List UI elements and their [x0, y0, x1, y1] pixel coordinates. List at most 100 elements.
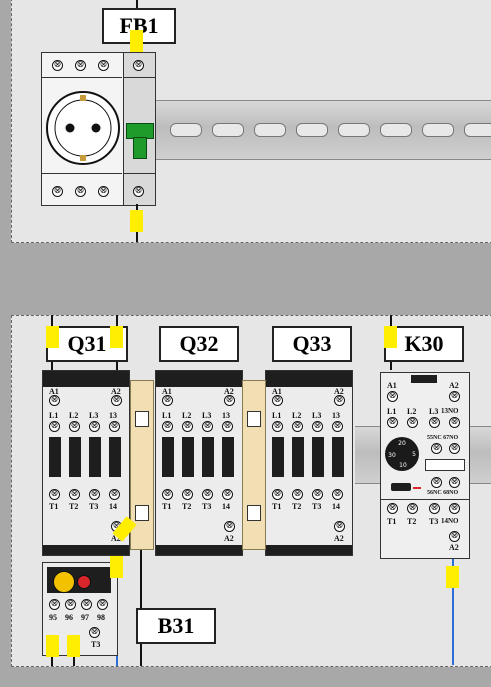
terminal-label: 56NC 68NO: [427, 490, 459, 496]
pole-block: [182, 437, 194, 477]
terminal-label: A2: [449, 381, 459, 390]
terminal-label: L2: [292, 411, 302, 420]
contactor-top-bar: [266, 371, 352, 387]
screw-icon: ⊗: [65, 599, 76, 610]
screw-icon: ⊗: [449, 443, 460, 454]
screw-icon: ⊗: [449, 417, 460, 428]
wire-marker: [130, 210, 143, 232]
screw-icon: ⊗: [334, 521, 345, 532]
screw-icon: ⊗: [162, 489, 173, 500]
pole-block: [109, 437, 121, 477]
motor-starter-k30[interactable]: A1 A2 ⊗ ⊗ L1 L2 L3 13NO ⊗ ⊗ ⊗ ⊗ 20 5 30 …: [380, 372, 470, 559]
screw-icon: ⊗: [109, 421, 120, 432]
terminal-label: T3: [429, 517, 439, 526]
terminal-label: A1: [272, 387, 282, 396]
screw-icon: ⊗: [69, 421, 80, 432]
screw-icon: ⊗: [162, 421, 173, 432]
terminal-label: T3: [91, 640, 101, 649]
terminal-label: 14: [222, 502, 230, 511]
screw-icon: ⊗: [272, 395, 283, 406]
screw-icon: ⊗: [49, 489, 60, 500]
wire-marker: [384, 326, 397, 348]
screw-icon: ⊗: [202, 421, 213, 432]
terminal-label: A1: [162, 387, 172, 396]
wire: [140, 540, 142, 666]
screw-icon: ⊗: [182, 421, 193, 432]
screw-icon: ⊗: [75, 60, 86, 71]
terminal-label: 97: [81, 613, 89, 622]
terminal-label: L1: [272, 411, 282, 420]
screw-icon: ⊗: [49, 395, 60, 406]
pole-block: [162, 437, 174, 477]
contactor-bottom-bar: [43, 545, 129, 555]
wire-marker: [446, 566, 459, 588]
screw-icon: ⊗: [182, 489, 193, 500]
pole-block: [332, 437, 344, 477]
screw-icon: ⊗: [133, 186, 144, 197]
terminal-label: L3: [312, 411, 322, 420]
screw-icon: ⊗: [292, 421, 303, 432]
svg-text:5: 5: [412, 451, 416, 458]
terminal-label: L2: [407, 407, 417, 416]
screw-icon: ⊗: [429, 503, 440, 514]
terminal-label: 13NO: [441, 407, 459, 415]
terminal-label: 14NO: [441, 517, 459, 525]
terminal-label: L1: [162, 411, 172, 420]
terminal-label: A1: [49, 387, 59, 396]
screw-icon: ⊗: [111, 395, 122, 406]
screw-icon: ⊗: [75, 186, 86, 197]
terminal-label: T3: [312, 502, 322, 511]
screw-icon: ⊗: [407, 417, 418, 428]
screw-icon: ⊗: [224, 521, 235, 532]
terminal-label: L1: [49, 411, 59, 420]
screw-icon: ⊗: [98, 60, 109, 71]
screw-icon: ⊗: [387, 417, 398, 428]
screw-icon: ⊗: [407, 503, 418, 514]
terminal-label: L2: [69, 411, 79, 420]
terminal-label: L3: [89, 411, 99, 420]
socket-icon[interactable]: [44, 89, 122, 167]
pole-block: [272, 437, 284, 477]
q33-label: Q33: [272, 326, 352, 362]
screw-icon: ⊗: [89, 421, 100, 432]
wire-marker: [130, 30, 143, 52]
contactor-bottom-bar: [266, 545, 352, 555]
pole-block: [89, 437, 101, 477]
screw-icon: ⊗: [449, 391, 460, 402]
pole-block: [69, 437, 81, 477]
terminal-label: L3: [202, 411, 212, 420]
terminal-label: A2: [111, 534, 121, 543]
terminal-label: T3: [89, 502, 99, 511]
terminal-label: 13: [222, 411, 230, 420]
screw-icon: ⊗: [109, 489, 120, 500]
svg-text:30: 30: [388, 452, 396, 459]
screw-icon: ⊗: [98, 186, 109, 197]
screw-icon: ⊗: [292, 489, 303, 500]
overload-relay-b31[interactable]: ⊗ ⊗ ⊗ ⊗ 95 96 97 98 ⊗ T3: [42, 562, 118, 656]
screw-icon: ⊗: [332, 489, 343, 500]
terminal-label: A2: [449, 543, 459, 552]
pole-block: [312, 437, 324, 477]
terminal-label: L1: [387, 407, 397, 416]
terminal-label: 14: [109, 502, 117, 511]
screw-icon: ⊗: [97, 599, 108, 610]
terminal-label: T1: [272, 502, 282, 511]
fb1-socket-module[interactable]: ⊗ ⊗ ⊗ ⊗ ⊗ ⊗: [41, 52, 125, 206]
fb1-breaker-module[interactable]: ⊗ ⊗: [123, 52, 156, 206]
terminal-label: T1: [49, 502, 59, 511]
terminal-label: A2: [224, 387, 234, 396]
screw-icon: ⊗: [449, 531, 460, 542]
terminal-label: T3: [202, 502, 212, 511]
svg-text:20: 20: [398, 440, 406, 447]
screw-icon: ⊗: [162, 395, 173, 406]
screw-icon: ⊗: [52, 60, 63, 71]
screw-icon: ⊗: [52, 186, 63, 197]
terminal-label: 98: [97, 613, 105, 622]
dial-icon[interactable]: 20 5 30 10: [383, 435, 421, 473]
wire-marker: [46, 635, 59, 657]
screw-icon: ⊗: [312, 421, 323, 432]
terminal-label: A2: [224, 534, 234, 543]
